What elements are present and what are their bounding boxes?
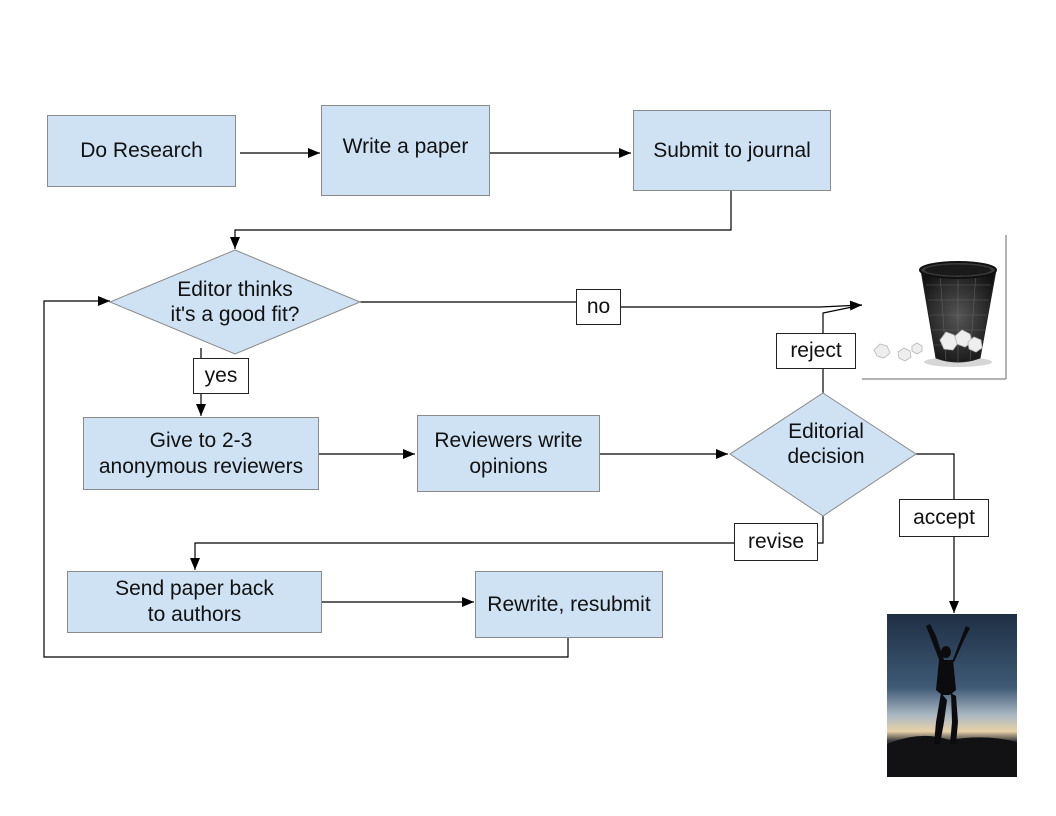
reviewers-write-box: Reviewers write opinions — [417, 415, 600, 492]
submit-journal-box: Submit to journal — [633, 110, 831, 191]
do-research-label: Do Research — [80, 139, 203, 162]
success-photo — [887, 614, 1017, 777]
edge-decision-revise — [190, 516, 824, 570]
reviewers-write-label-1: Reviewers write — [434, 428, 583, 452]
revise-label: revise — [734, 523, 818, 561]
accept-label: accept — [899, 499, 989, 537]
rewrite-label: Rewrite, resubmit — [487, 592, 651, 616]
give-reviewers-label-2: anonymous reviewers — [98, 454, 304, 478]
submit-journal-label: Submit to journal — [653, 138, 811, 162]
editorial-decision-diamond — [729, 392, 917, 517]
give-reviewers-label-1: Give to 2-3 — [149, 428, 253, 452]
edge-rewrite-loop — [43, 296, 569, 658]
write-paper-label: Write a paper — [342, 135, 469, 158]
editor-fit-label: Editor thinks it's a good fit? — [130, 276, 340, 328]
editorial-decision-label-1: Editorial — [788, 420, 864, 443]
send-back-label-2: to authors — [147, 603, 242, 626]
editor-fit-label-1: Editor thinks — [177, 278, 293, 301]
write-paper-box: Write a paper — [321, 105, 490, 196]
send-back-box: Send paper back to authors — [67, 571, 322, 633]
rewrite-box: Rewrite, resubmit — [475, 571, 663, 638]
trash-image — [862, 235, 1007, 380]
reject-label: reject — [776, 333, 856, 369]
yes-label: yes — [193, 358, 249, 394]
no-label: no — [576, 289, 621, 325]
editor-fit-label-2: it's a good fit? — [170, 303, 300, 326]
reviewers-write-label-2: opinions — [469, 454, 548, 478]
edge-submit-to-editor — [230, 191, 732, 249]
do-research-box: Do Research — [47, 115, 236, 187]
editorial-decision-label-2: decision — [787, 445, 865, 468]
editor-fit-diamond — [108, 249, 362, 355]
editorial-decision-label: Editorial decision — [743, 418, 909, 470]
edge-decision-accept — [916, 453, 959, 613]
send-back-label-1: Send paper back — [115, 577, 274, 600]
give-reviewers-box: Give to 2-3 anonymous reviewers — [83, 417, 319, 490]
edge-no-to-trash — [620, 300, 863, 311]
